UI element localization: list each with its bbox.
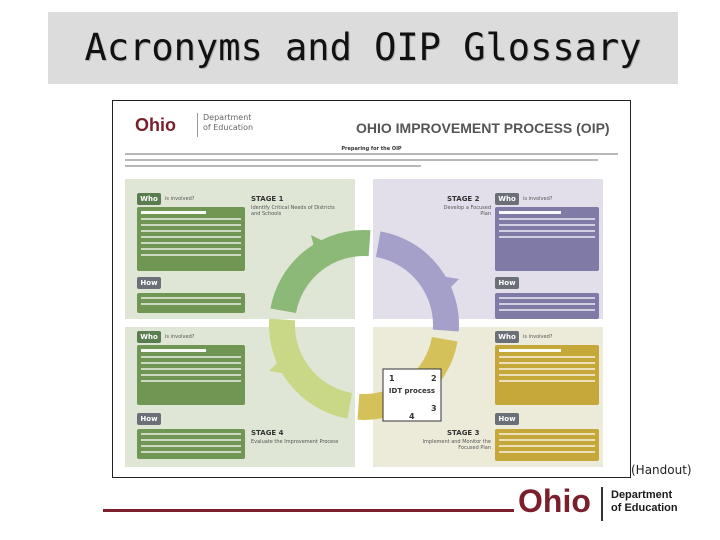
stage1-subtitle: Identify Critical Needs of Districts and… [251, 205, 335, 217]
idt-num-1: 1 [389, 374, 395, 383]
arrowhead-stage2 [435, 275, 459, 297]
panel-stage4-who [137, 345, 245, 405]
arrowhead-stage4 [269, 353, 293, 375]
how-tag-3: How [495, 413, 519, 425]
stage2-title: STAGE 2 [447, 195, 480, 203]
who-tag-4: Who [137, 331, 161, 343]
panel-stage3-how [495, 429, 599, 461]
idt-process-box [382, 368, 442, 422]
arrowhead-stage1 [311, 235, 335, 259]
poster-preparing-heading: Preparing for the OIP [341, 146, 402, 152]
oip-poster-image: Ohio Department of Education OHIO IMPROV… [112, 100, 631, 478]
stage3-subtitle: Implement and Monitor the Focused Plan [422, 439, 491, 451]
footer-department-line2: of Education [611, 502, 678, 514]
stage4-subtitle: Evaluate the Improvement Process [251, 439, 339, 445]
who-tag-1: Who [137, 193, 161, 205]
panel-stage4-how [137, 429, 245, 459]
idt-num-3: 3 [431, 404, 437, 413]
footer-department: Department of Education [611, 489, 678, 515]
stage2-subtitle: Develop a Focused Plan [443, 205, 491, 217]
footer-rule [103, 509, 514, 512]
poster-intro-text [125, 153, 618, 175]
how-tag-2: How [495, 277, 519, 289]
panel-stage3-who [495, 345, 599, 405]
slide-title: Acronyms and OIP Glossary [84, 26, 642, 69]
who-tag-2: Who [495, 193, 519, 205]
poster-diagram: Who is involved? How Who is involved? Ho… [125, 179, 603, 467]
poster-department: Department of Education [203, 113, 253, 133]
poster-ohio-logo: Ohio [135, 115, 176, 135]
footer-logo-divider [601, 487, 603, 521]
who-tag-3: Who [495, 331, 519, 343]
stage3-title: STAGE 3 [447, 429, 480, 437]
panel-stage1-how [137, 293, 245, 313]
panel-stage1-who [137, 207, 245, 271]
panel-stage2-who [495, 207, 599, 271]
stage4-title: STAGE 4 [251, 429, 284, 437]
who-sub-3: is involved? [523, 334, 553, 340]
idt-process-label: IDT process [389, 387, 435, 395]
how-tag-4: How [137, 413, 161, 425]
who-sub-1: is involved? [165, 196, 195, 202]
oip-cycle-diagram: IDT process 1 2 3 4 [269, 230, 459, 422]
poster-logo-divider [197, 113, 198, 137]
stage1-title: STAGE 1 [251, 195, 284, 203]
poster-title: OHIO IMPROVEMENT PROCESS (OIP) [356, 120, 610, 136]
idt-num-4: 4 [409, 412, 415, 421]
footer-department-line1: Department [611, 489, 673, 501]
poster-department-line1: Department [203, 113, 252, 122]
idt-num-2: 2 [431, 374, 437, 383]
footer-ohio-logo: Ohio [518, 483, 591, 519]
handout-caption: (Handout) [631, 463, 692, 477]
poster-header: Ohio Department of Education OHIO IMPROV… [113, 101, 630, 147]
how-tag-1: How [137, 277, 161, 289]
who-sub-4: is involved? [165, 334, 195, 340]
title-bar: Acronyms and OIP Glossary [48, 12, 678, 84]
who-sub-2: is involved? [523, 196, 553, 202]
panel-stage2-how [495, 293, 599, 319]
poster-department-line2: of Education [203, 123, 254, 132]
